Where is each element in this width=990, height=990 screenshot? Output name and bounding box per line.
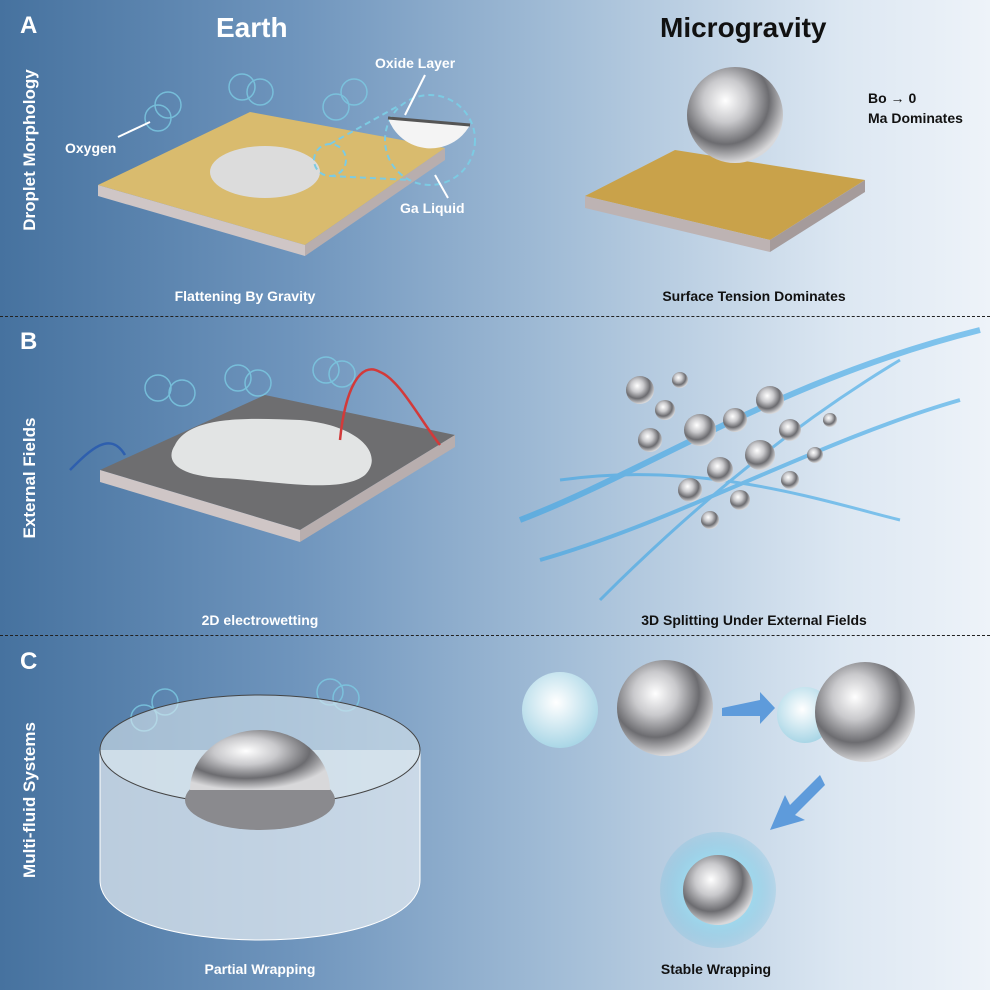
earth-gold-substrate [98,112,445,256]
side-label: External Fields [20,417,39,539]
oxide-zoom-callout [313,94,476,186]
column-title-microgravity: Microgravity [660,12,827,43]
panel-letter: C [20,648,38,675]
caption: Stable Wrapping [660,961,772,977]
caption: 3D Splitting Under External Fields [641,612,867,628]
blue-electrode-wire [69,442,127,471]
caption: Flattening By Gravity [174,288,316,304]
caption: 2D electrowetting [201,612,319,628]
fluid-droplet [522,672,598,748]
caption: Surface Tension Dominates [662,288,846,304]
wrapped-core [683,855,753,925]
spherical-droplet [687,67,783,163]
panel-letter: B [20,328,38,355]
oxide-layer-label: Oxide Layer [375,55,456,71]
merging-metal [815,662,915,762]
marangoni-label: Ma Dominates [868,110,963,126]
panel-letter: A [20,12,38,39]
oxide-layer [387,116,471,127]
side-label: Droplet Morphology [20,69,39,231]
oxygen-label: Oxygen [65,140,117,156]
dish [99,694,421,941]
divider [0,316,990,317]
red-electrode-wire [338,368,441,446]
caption: Partial Wrapping [204,961,316,977]
electrowetting-substrate [100,395,455,542]
column-title-earth: Earth [216,12,288,43]
bond-number-label: Bo → 0 [868,90,917,106]
microgravity-gold-substrate [585,67,865,252]
side-label: Multi-fluid Systems [20,722,39,878]
metal-droplet [617,660,713,756]
arrow-icon [722,692,775,724]
split-droplets [626,372,837,529]
arrow-down-icon [770,775,825,830]
ga-liquid-label: Ga Liquid [400,200,465,216]
divider [0,635,990,636]
ga-liquid-section [388,118,470,149]
